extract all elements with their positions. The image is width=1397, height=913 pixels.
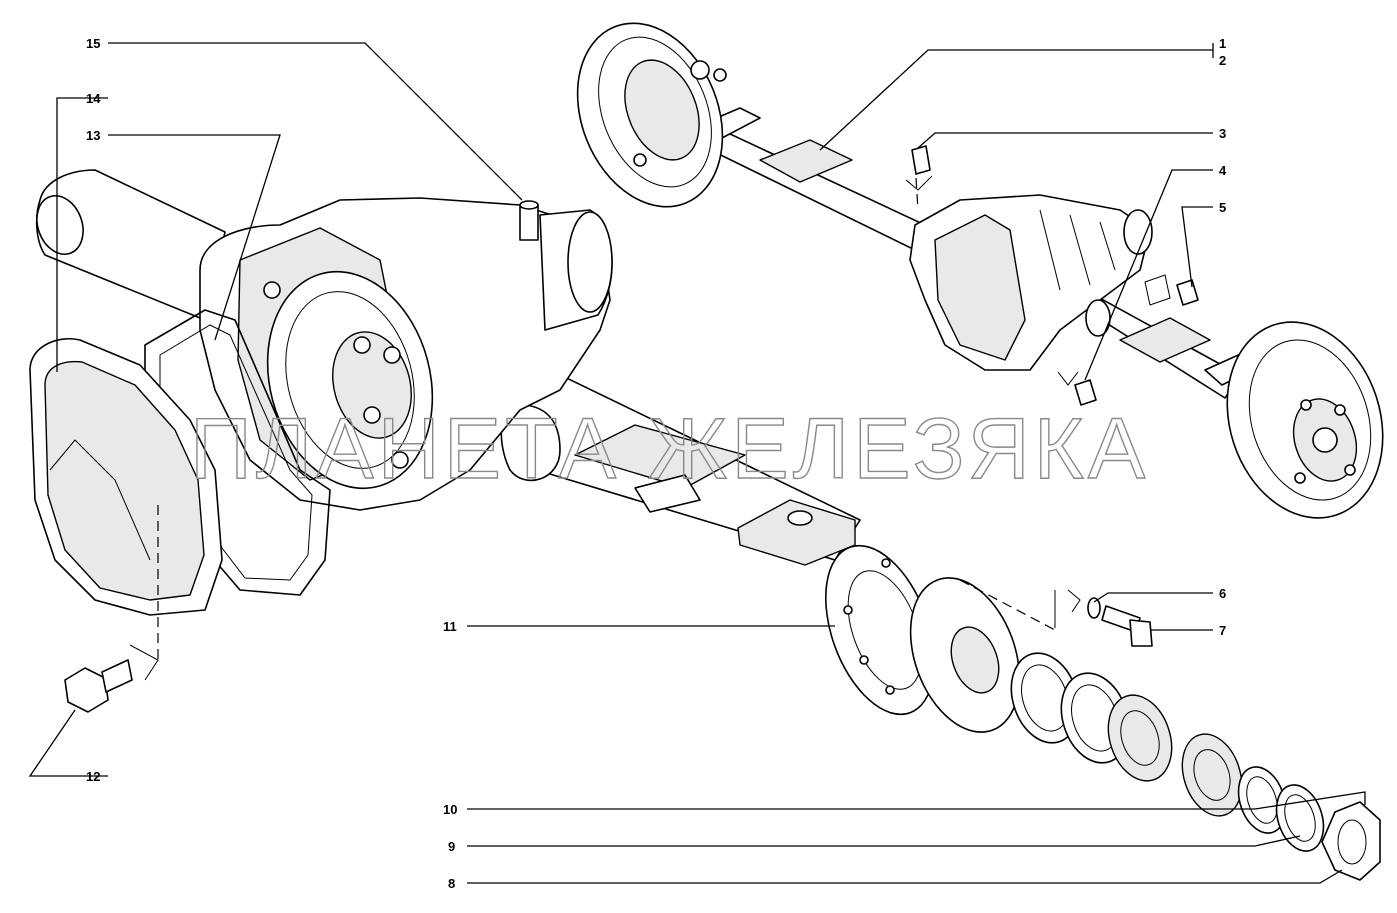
callout-7: 7 <box>1219 623 1226 638</box>
callout-11: 11 <box>443 619 457 634</box>
callout-5: 5 <box>1219 200 1226 215</box>
callout-4: 4 <box>1219 163 1227 178</box>
axle-housing-exploded <box>29 169 861 713</box>
leader-lines <box>28 42 1366 884</box>
callout-3: 3 <box>1219 126 1226 141</box>
callout-13: 13 <box>86 128 100 143</box>
assembled-axle <box>576 22 1384 519</box>
hub-bearing-stack <box>824 544 1381 881</box>
callout-12: 12 <box>86 769 100 784</box>
callout-1: 1 <box>1219 36 1226 51</box>
callout-2: 2 <box>1219 53 1226 68</box>
callout-9: 9 <box>448 839 455 854</box>
callout-8: 8 <box>448 876 455 891</box>
callout-10: 10 <box>443 802 457 817</box>
callout-15: 15 <box>86 36 100 51</box>
watermark-text: ПЛАНЕТА ЖЕЛЕЗЯКА <box>190 401 1149 497</box>
callout-6: 6 <box>1219 586 1226 601</box>
callout-labels: 15 14 13 12 11 10 9 8 1 2 3 4 5 6 7 <box>86 36 1227 891</box>
callout-14: 14 <box>86 91 101 106</box>
